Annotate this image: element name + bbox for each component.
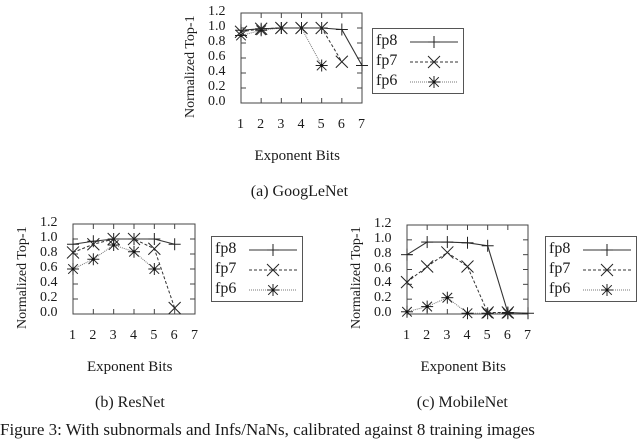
series-fp7-line — [406, 251, 508, 314]
y-tick-label: 0.8 — [40, 245, 58, 260]
subfigure-caption: (a) GoogLeNet — [250, 183, 349, 200]
x-marker-icon — [583, 263, 631, 277]
plus-marker-icon — [249, 244, 297, 256]
x-tick-label: 3 — [109, 328, 117, 343]
x-marker-icon — [249, 263, 297, 277]
x-tick-label: 6 — [337, 117, 345, 132]
legend-entry-fp6: fp6 — [215, 279, 299, 299]
plot-area — [400, 224, 534, 320]
legend-label: fp7 — [215, 260, 237, 277]
legend-entry-fp7: fp7 — [215, 259, 299, 279]
y-tick-label: 1.2 — [374, 216, 392, 231]
x-tick-label: 1 — [69, 328, 76, 343]
y-tick-label: 0.2 — [374, 290, 392, 306]
y-tick-label: 0.8 — [374, 245, 392, 261]
legend-label: fp7 — [549, 260, 571, 277]
x-tick-label: 7 — [191, 328, 198, 343]
y-tick-label: 1.0 — [374, 230, 392, 246]
x-tick-label: 2 — [257, 117, 265, 132]
x-tick-label: 7 — [524, 328, 531, 343]
y-tick-label: 0.4 — [40, 275, 58, 290]
subfigure-caption: (b) ResNet — [95, 394, 165, 411]
y-tick-label: 0.2 — [208, 79, 226, 94]
plus-marker-icon — [410, 36, 458, 48]
x-tick-label: 1 — [403, 328, 410, 343]
x-tick-label: 2 — [89, 328, 97, 343]
y-tick-label: 1.2 — [40, 215, 58, 230]
legend-entry-fp7: fp7 — [549, 259, 633, 279]
y-tick-label: 0.8 — [208, 34, 226, 49]
x-tick-label: 5 — [150, 328, 158, 343]
y-tick-label: 0.0 — [40, 305, 58, 320]
y-tick-label: 0.6 — [208, 49, 226, 64]
x-tick-label: 1 — [237, 117, 244, 132]
legend-entry-fp6: fp6 — [549, 279, 633, 299]
legend: fp8 fp7 fp6 — [372, 28, 464, 94]
y-axis-label: Normalized Top-1 — [349, 226, 364, 329]
series-fp8-markers — [235, 22, 368, 72]
y-tick-label: 0.0 — [374, 305, 392, 320]
y-tick-label: 0.6 — [40, 260, 58, 275]
x-axis-label: Exponent Bits — [254, 148, 340, 164]
x-tick-label: 2 — [423, 328, 431, 343]
legend: fp8 fp7 fp6 — [211, 236, 303, 302]
y-tick-label: 1.0 — [40, 230, 58, 245]
x-tick-label: 7 — [358, 117, 365, 132]
asterisk-marker-icon — [583, 284, 631, 296]
legend-label: fp6 — [215, 280, 237, 297]
legend-entry-fp7: fp7 — [376, 51, 460, 71]
x-tick-label: 6 — [170, 328, 178, 343]
y-tick-label: 0.4 — [208, 64, 226, 79]
plot-area — [234, 12, 368, 104]
x-marker-icon — [410, 55, 458, 69]
series-fp6-markers — [401, 291, 514, 320]
series-fp7-markers — [400, 246, 515, 319]
y-tick-label: 0.4 — [374, 275, 392, 291]
legend-label: fp7 — [376, 52, 398, 69]
series-fp8-line — [406, 241, 529, 314]
x-tick-label: 3 — [443, 328, 451, 343]
x-tick-label: 5 — [317, 117, 325, 132]
legend-entry-fp8: fp8 — [215, 239, 299, 259]
y-tick-label: 0.2 — [40, 290, 58, 305]
x-tick-label: 4 — [463, 328, 471, 343]
legend-entry-fp8: fp8 — [549, 239, 633, 259]
legend-label: fp8 — [549, 240, 571, 257]
asterisk-marker-icon — [410, 76, 458, 88]
plus-marker-icon — [583, 244, 631, 256]
legend-label: fp6 — [549, 280, 571, 297]
series-fp8-markers — [401, 236, 534, 320]
legend-entry-fp8: fp8 — [376, 31, 460, 51]
asterisk-marker-icon — [249, 284, 297, 296]
x-axis-label: Exponent Bits — [87, 359, 173, 375]
legend-label: fp8 — [215, 240, 237, 257]
y-tick-label: 1.0 — [208, 19, 226, 34]
legend-label: fp6 — [376, 72, 398, 89]
series-fp7-line — [72, 238, 176, 309]
subfigure-caption: (c) MobileNet — [416, 394, 508, 411]
y-tick-label: 0.0 — [208, 94, 226, 109]
plot-area — [66, 223, 196, 315]
x-tick-label: 4 — [130, 328, 137, 343]
y-tick-label: 0.6 — [374, 260, 392, 276]
x-tick-label: 6 — [503, 328, 511, 343]
series-fp8-markers — [67, 233, 181, 251]
x-tick-label: 5 — [483, 328, 491, 343]
y-axis-label: Normalized Top-1 — [183, 15, 198, 118]
x-axis-label: Exponent Bits — [420, 359, 506, 375]
x-tick-label: 4 — [297, 117, 305, 132]
legend-label: fp8 — [376, 32, 398, 49]
legend: fp8 fp7 fp6 — [545, 236, 637, 302]
y-tick-label: 1.2 — [208, 4, 226, 19]
figure-caption: Figure 3: With subnormals and Infs/NaNs,… — [0, 420, 535, 439]
x-tick-label: 3 — [277, 117, 285, 132]
legend-entry-fp6: fp6 — [376, 71, 460, 91]
